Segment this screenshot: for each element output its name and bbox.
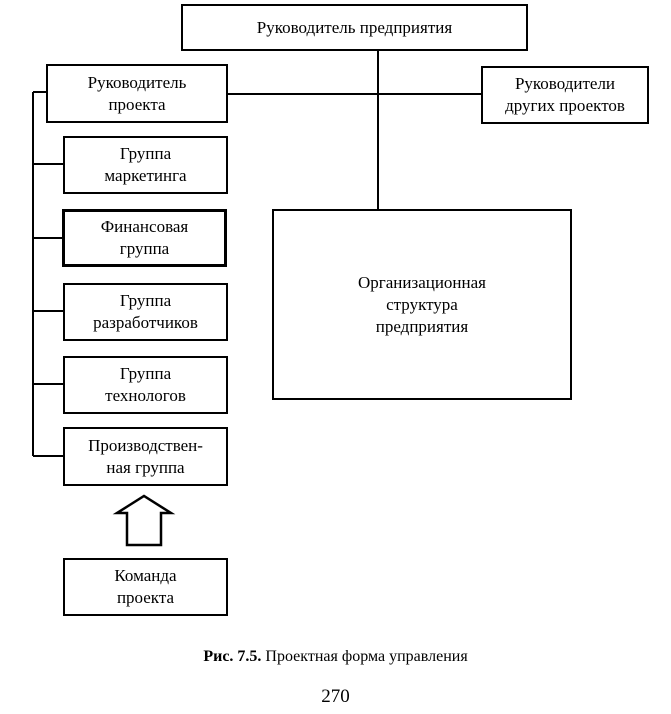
developers-group-line-2: разработчиков <box>93 313 198 332</box>
finance-group-line-2: группа <box>119 239 170 258</box>
project-manager-box: Руководитель проекта <box>46 64 228 123</box>
project-team-box: Команда проекта <box>63 558 228 616</box>
figure-caption-label: Рис. 7.5. <box>203 648 262 665</box>
other-managers-line-2: других проектов <box>505 96 625 115</box>
finance-group-line-1: Финансовая <box>100 217 189 236</box>
finance-group-box: Финансовая группа <box>62 209 227 267</box>
marketing-group-line-2: маркетинга <box>104 166 187 185</box>
figure-caption-text: Проектная форма управления <box>265 648 468 665</box>
top-manager-box: Руководитель предприятия <box>181 4 528 51</box>
project-manager-line-2: проекта <box>108 94 166 114</box>
project-manager-line-1: Руководитель <box>87 72 187 92</box>
top-manager-label: Руководитель предприятия <box>256 17 453 37</box>
org-structure-box: Организационная структура предприятия <box>272 209 572 400</box>
other-managers-box: Руководители других проектов <box>481 66 649 124</box>
org-structure-line-3: предприятия <box>375 316 469 336</box>
org-structure-line-2: структура <box>386 294 458 314</box>
production-group-line-1: Производствен- <box>88 435 203 455</box>
production-group-line-2: ная группа <box>106 457 185 477</box>
marketing-group-line-1: Группа <box>119 144 172 163</box>
page-number: 270 <box>321 686 350 707</box>
figure-caption: Рис. 7.5. Проектная форма управления <box>0 648 671 666</box>
developers-group-box: Группа разработчиков <box>63 283 228 341</box>
production-group-box: Производствен- ная группа <box>63 427 228 486</box>
project-team-line-2: проекта <box>116 588 175 607</box>
technologists-group-line-1: Группа <box>119 364 172 383</box>
technologists-group-line-2: технологов <box>105 386 186 405</box>
technologists-group-box: Группа технологов <box>63 356 228 414</box>
team-arrow <box>112 494 176 547</box>
marketing-group-box: Группа маркетинга <box>63 136 228 194</box>
other-managers-line-1: Руководители <box>514 74 616 93</box>
org-structure-line-1: Организационная <box>357 272 486 292</box>
developers-group-line-1: Группа <box>119 291 172 310</box>
project-team-line-1: Команда <box>114 566 177 585</box>
